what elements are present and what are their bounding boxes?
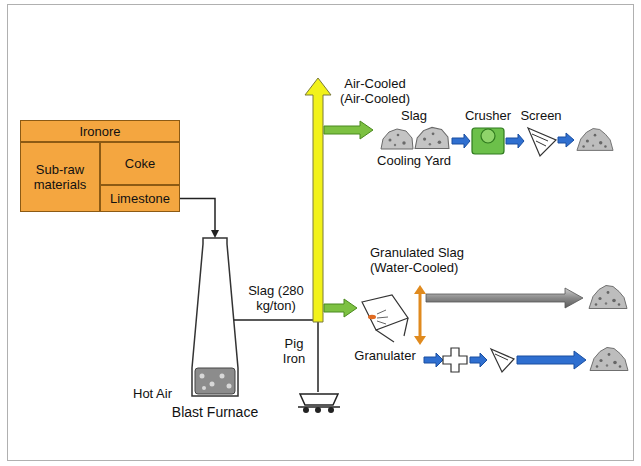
flow-label: Hot Air [133, 386, 189, 401]
charge-stone [202, 386, 206, 390]
blue-arrow [424, 353, 443, 367]
granulater-chute [376, 330, 394, 342]
flow-connector [180, 199, 219, 239]
slag-rock [381, 129, 413, 149]
slag-line [234, 319, 314, 321]
arrowhead [211, 230, 219, 238]
frame [8, 5, 634, 461]
connector-line [180, 199, 215, 232]
ladle-car [300, 394, 338, 405]
crusher-cross-icon [443, 348, 467, 372]
flow-label: Slag (280 kg/ton) [240, 283, 312, 313]
screen-mesh [532, 134, 548, 141]
node-text: Limestone [110, 191, 170, 206]
flow-label: Pig Iron [276, 336, 312, 366]
ladle-wheel [328, 407, 334, 413]
charge-stone [220, 374, 225, 379]
node-text: Ironore [79, 124, 120, 139]
ladle-wheel [303, 407, 309, 413]
charge-stone [210, 382, 215, 387]
spray-line [377, 321, 386, 324]
node-text: Blast Furnace [172, 405, 258, 420]
pig-iron-line [317, 322, 319, 392]
product-pile [590, 348, 628, 371]
node-text: Slag [401, 108, 427, 123]
blue-arrow [470, 353, 487, 367]
granulater: Granulater [358, 292, 412, 344]
product-pile [577, 129, 613, 151]
blue-arrow [517, 351, 586, 369]
gray-arrow [426, 288, 583, 308]
yellow-arrow [305, 78, 331, 322]
orange-arrow-head [414, 285, 426, 294]
slag-rock [415, 127, 449, 148]
flow-label: Granulated Slag (Water-Cooled) [370, 245, 480, 275]
material-cell: Limestone [100, 185, 180, 212]
crusher: Crusher [472, 126, 504, 156]
material-cell: Sub-raw materials [20, 142, 100, 212]
crusher-icon [472, 128, 504, 154]
orange-arrow [419, 293, 422, 337]
granulater-jet [368, 315, 376, 319]
process-arrow [506, 134, 524, 148]
node-text: Crusher [465, 108, 511, 123]
material-cell: Coke [100, 142, 180, 185]
granulater-icon [362, 295, 408, 330]
blue-arrow [558, 133, 574, 147]
screen-mesh [495, 354, 508, 360]
green-arrow [324, 299, 357, 317]
node-text: Screen [520, 108, 561, 123]
charge-stone [227, 384, 232, 389]
node-text: Coke [125, 156, 155, 171]
crusher-roll [481, 129, 495, 143]
screen: Screen [526, 126, 556, 156]
node-text: Cooling Yard [377, 153, 451, 168]
spray-line [377, 310, 386, 314]
furnace-charge [195, 368, 235, 394]
ladle-wheel [315, 407, 321, 413]
screen-mesh [536, 141, 546, 146]
spray-line [377, 317, 388, 318]
arrow-shape [452, 134, 470, 148]
furnace-shell [192, 238, 238, 396]
charge-stone [200, 374, 205, 379]
material-cell: Ironore [20, 120, 180, 142]
green-arrow [324, 121, 373, 139]
blast-furnace: Blast Furnace [190, 238, 240, 398]
screen-icon [528, 128, 556, 156]
cooling-yard: SlagCooling Yard [378, 126, 450, 150]
node-text: Sub-raw materials [25, 162, 95, 192]
process-arrow [452, 134, 470, 148]
screen-icon [491, 349, 514, 372]
granulater-chute [404, 318, 408, 336]
product-pile [589, 286, 627, 309]
arrow-shape [506, 134, 524, 148]
flow-label: Air-Cooled (Air-Cooled) [334, 76, 416, 106]
node-text: Granulater [354, 348, 415, 363]
orange-arrow-head [414, 336, 426, 345]
